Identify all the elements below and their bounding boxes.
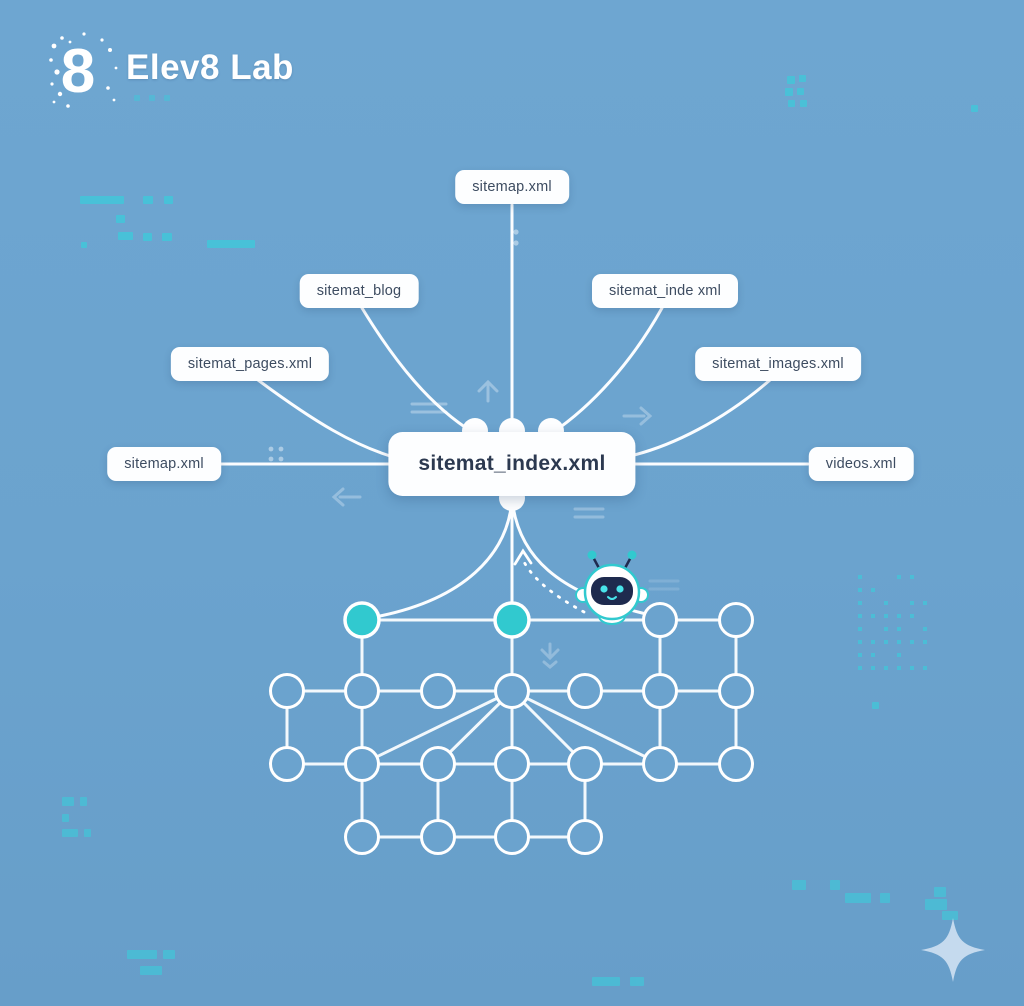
label-connectors [218,203,810,466]
equals-icon-3 [648,579,680,591]
center-node-label: sitemat_index.xml [388,432,636,496]
grid-node [420,819,456,855]
grid-node [718,673,754,709]
grid-node [344,746,380,782]
equals-icon-2 [573,507,605,519]
up-arrow-icon [477,379,499,403]
connector-sitemat-images [619,378,772,460]
left-arrow-icon [331,487,362,507]
grid-node [642,746,678,782]
label-sitemap-left: sitemap.xml [107,447,221,481]
grid-node [718,746,754,782]
grid-node [567,746,603,782]
grid-node [718,602,754,638]
grid-node [567,819,603,855]
grid-node-highlighted [493,601,531,639]
label-sitemat-inde: sitemat_inde xml [592,274,738,308]
down-arrow-icon [540,642,560,669]
grid-node [344,819,380,855]
grid-node [494,819,530,855]
grid-node-hub [494,673,530,709]
grid-node [344,673,380,709]
sparkle-icon [921,918,985,982]
grid-node-highlighted [343,601,381,639]
label-sitemap-top: sitemap.xml [455,170,569,204]
logo-glyph: 8 [61,37,95,106]
grid-nodes [269,601,754,855]
dot-matrix-decoration [858,575,927,709]
label-videos: videos.xml [808,447,914,481]
pixel-decoration [62,75,978,986]
grid-node [494,746,530,782]
grid-node [420,746,456,782]
right-arrow-icon [622,406,653,426]
grid-edges [285,618,738,839]
connector-sitemat-inde [550,306,664,435]
grid-node [269,746,305,782]
label-sitemat-blog: sitemat_blog [299,274,419,308]
grid-node [567,673,603,709]
grid-node [420,673,456,709]
dashed-arrow-icon [513,548,586,614]
dot-decorations [268,229,519,462]
glyph-decorations [331,379,680,669]
brand-logo: 8 [49,32,118,108]
robot-icon [575,550,649,625]
connector-sitemat-blog [360,306,476,435]
label-sitemat-images: sitemat_images.xml [695,347,861,381]
grid-node [269,673,305,709]
brand-name: Elev8 Lab [126,48,294,87]
grid-node [642,673,678,709]
connector-sitemat-pages [256,378,406,462]
equals-icon [410,402,448,414]
label-sitemat-pages: sitemat_pages.xml [170,347,330,381]
grid-node [642,602,678,638]
